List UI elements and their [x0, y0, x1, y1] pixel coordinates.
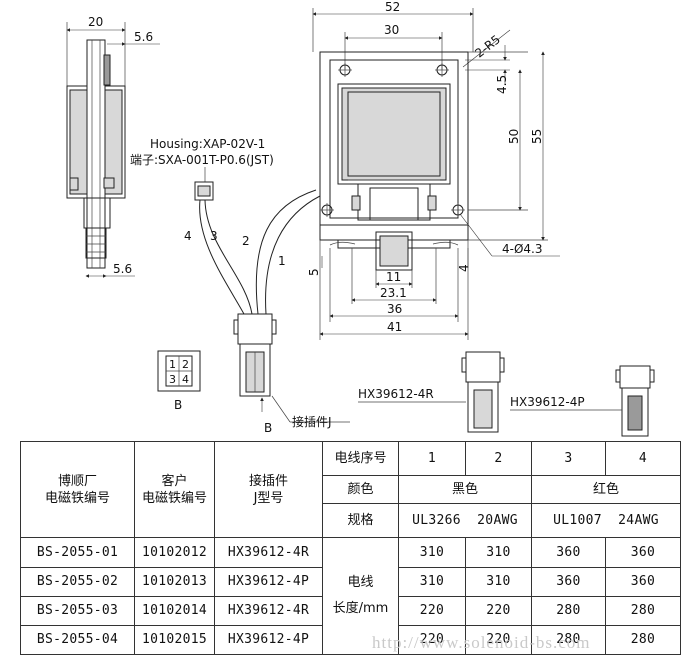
header-spec-label: 规格: [322, 503, 399, 539]
spec-table: 博顺厂 电磁铁编号 客户 电磁铁编号 接插件 J型号 电线序号 1 2 3 4 …: [20, 440, 681, 656]
dim-52: 52: [385, 0, 400, 14]
pin-3: 3: [169, 373, 176, 386]
header-color-black: 黑色: [398, 475, 532, 505]
dim-41: 41: [387, 320, 402, 334]
row-customer-number: 10102013: [134, 566, 215, 597]
view-b-arrow-label: B: [264, 421, 272, 435]
dim-5-6-top: 5.6: [134, 30, 153, 44]
row-customer-number: 10102015: [134, 624, 215, 656]
row-customer-number: 10102014: [134, 595, 215, 626]
table-row: BS-2055-04 10102015 HX39612-4P 220 220 2…: [20, 624, 681, 656]
header-color-red: 红色: [531, 475, 681, 505]
dim-30: 30: [384, 23, 399, 37]
row-connector-model: HX39612-4P: [214, 624, 323, 656]
wire-number-2: 2: [242, 234, 250, 248]
dim-5-6-bottom: 5.6: [113, 262, 132, 276]
row-length-3: 360: [531, 537, 606, 568]
header-color-label: 颜色: [322, 475, 399, 505]
header-wire-seq-1: 1: [398, 440, 466, 477]
dim-20: 20: [88, 15, 103, 29]
wire-number-3: 3: [210, 229, 218, 243]
row-length-4: 280: [605, 624, 681, 656]
dim-23-1: 23.1: [380, 286, 407, 300]
dim-4: 4: [457, 264, 471, 272]
view-b-label: B: [174, 398, 182, 412]
row-customer-number: 10102012: [134, 537, 215, 568]
row-bs-number: BS-2055-04: [20, 624, 135, 656]
pin-4: 4: [182, 373, 189, 386]
row-bs-number: BS-2055-01: [20, 537, 135, 568]
dim-55: 55: [530, 129, 544, 144]
connector-j-label: 接插件J: [292, 414, 332, 429]
wires: 4 3 2 1: [184, 189, 321, 315]
row-length-4: 360: [605, 566, 681, 597]
pin-1: 1: [169, 358, 176, 371]
pin-2: 2: [182, 358, 189, 371]
dim-11: 11: [386, 270, 401, 284]
dim-36: 36: [387, 302, 402, 316]
header-customer-number: 客户 电磁铁编号: [134, 440, 215, 539]
header-spec-black: UL3266 20AWG: [398, 503, 532, 539]
hx39612-4p-label: HX39612-4P: [510, 395, 585, 409]
row-bs-number: BS-2055-03: [20, 595, 135, 626]
hx39612-4p-part: HX39612-4P: [510, 365, 655, 437]
row-length-1: 220: [398, 595, 466, 626]
header-spec-red: UL1007 24AWG: [531, 503, 681, 539]
row-length-3: 360: [531, 566, 606, 597]
hx39612-4r-part: HX39612-4R: [358, 351, 505, 433]
row-length-1: 310: [398, 537, 466, 568]
row-length-2: 220: [465, 624, 532, 656]
row-bs-number: BS-2055-02: [20, 566, 135, 597]
row-length-2: 220: [465, 595, 532, 626]
length-label: 电线 长度/mm: [322, 537, 399, 655]
row-length-1: 220: [398, 624, 466, 656]
wire-number-1: 1: [278, 254, 286, 268]
dim-5: 5: [307, 268, 321, 276]
table-row: BS-2055-01 10102012 HX39612-4R 电线 长度/mm …: [20, 537, 681, 655]
row-connector-model: HX39612-4R: [214, 537, 323, 568]
hx39612-4r-label: HX39612-4R: [358, 387, 434, 401]
row-length-3: 280: [531, 624, 606, 656]
dim-r5: 2-R5: [472, 32, 503, 60]
connector-j: B 接插件J: [233, 313, 350, 435]
housing-labels: Housing:XAP-02V-1 端子:SXA-001T-P0.6(JST): [130, 137, 274, 201]
row-length-4: 360: [605, 537, 681, 568]
header-bs-number: 博顺厂 电磁铁编号: [20, 440, 135, 539]
header-wire-seq-3: 3: [531, 440, 606, 477]
dim-50: 50: [507, 129, 521, 144]
row-connector-model: HX39612-4R: [214, 595, 323, 626]
row-length-2: 310: [465, 537, 532, 568]
housing-connector: [194, 181, 214, 201]
row-connector-model: HX39612-4P: [214, 566, 323, 597]
front-view: 52 30 2-R5: [307, 0, 560, 340]
technical-drawing: 20 5.6 5.6 Housing:XAP-02V-1 端子:SXA-001T…: [66, 0, 655, 437]
housing-label: Housing:XAP-02V-1: [150, 137, 265, 151]
row-length-4: 280: [605, 595, 681, 626]
header-wire-seq-2: 2: [465, 440, 532, 477]
header-wire-seq-4: 4: [605, 440, 681, 477]
side-view: 20 5.6 5.6: [66, 15, 160, 278]
dim-holes: 4-Ø4.3: [502, 242, 543, 256]
view-b: 1 2 3 4 B: [157, 350, 201, 412]
row-length-2: 310: [465, 566, 532, 597]
terminal-label: 端子:SXA-001T-P0.6(JST): [130, 153, 274, 167]
header-connector-model: 接插件 J型号: [214, 440, 323, 539]
dim-4-5: 4.5: [495, 75, 509, 94]
header-wire-seq-label: 电线序号: [322, 440, 399, 477]
row-length-3: 280: [531, 595, 606, 626]
row-length-1: 310: [398, 566, 466, 597]
wire-number-4: 4: [184, 229, 192, 243]
